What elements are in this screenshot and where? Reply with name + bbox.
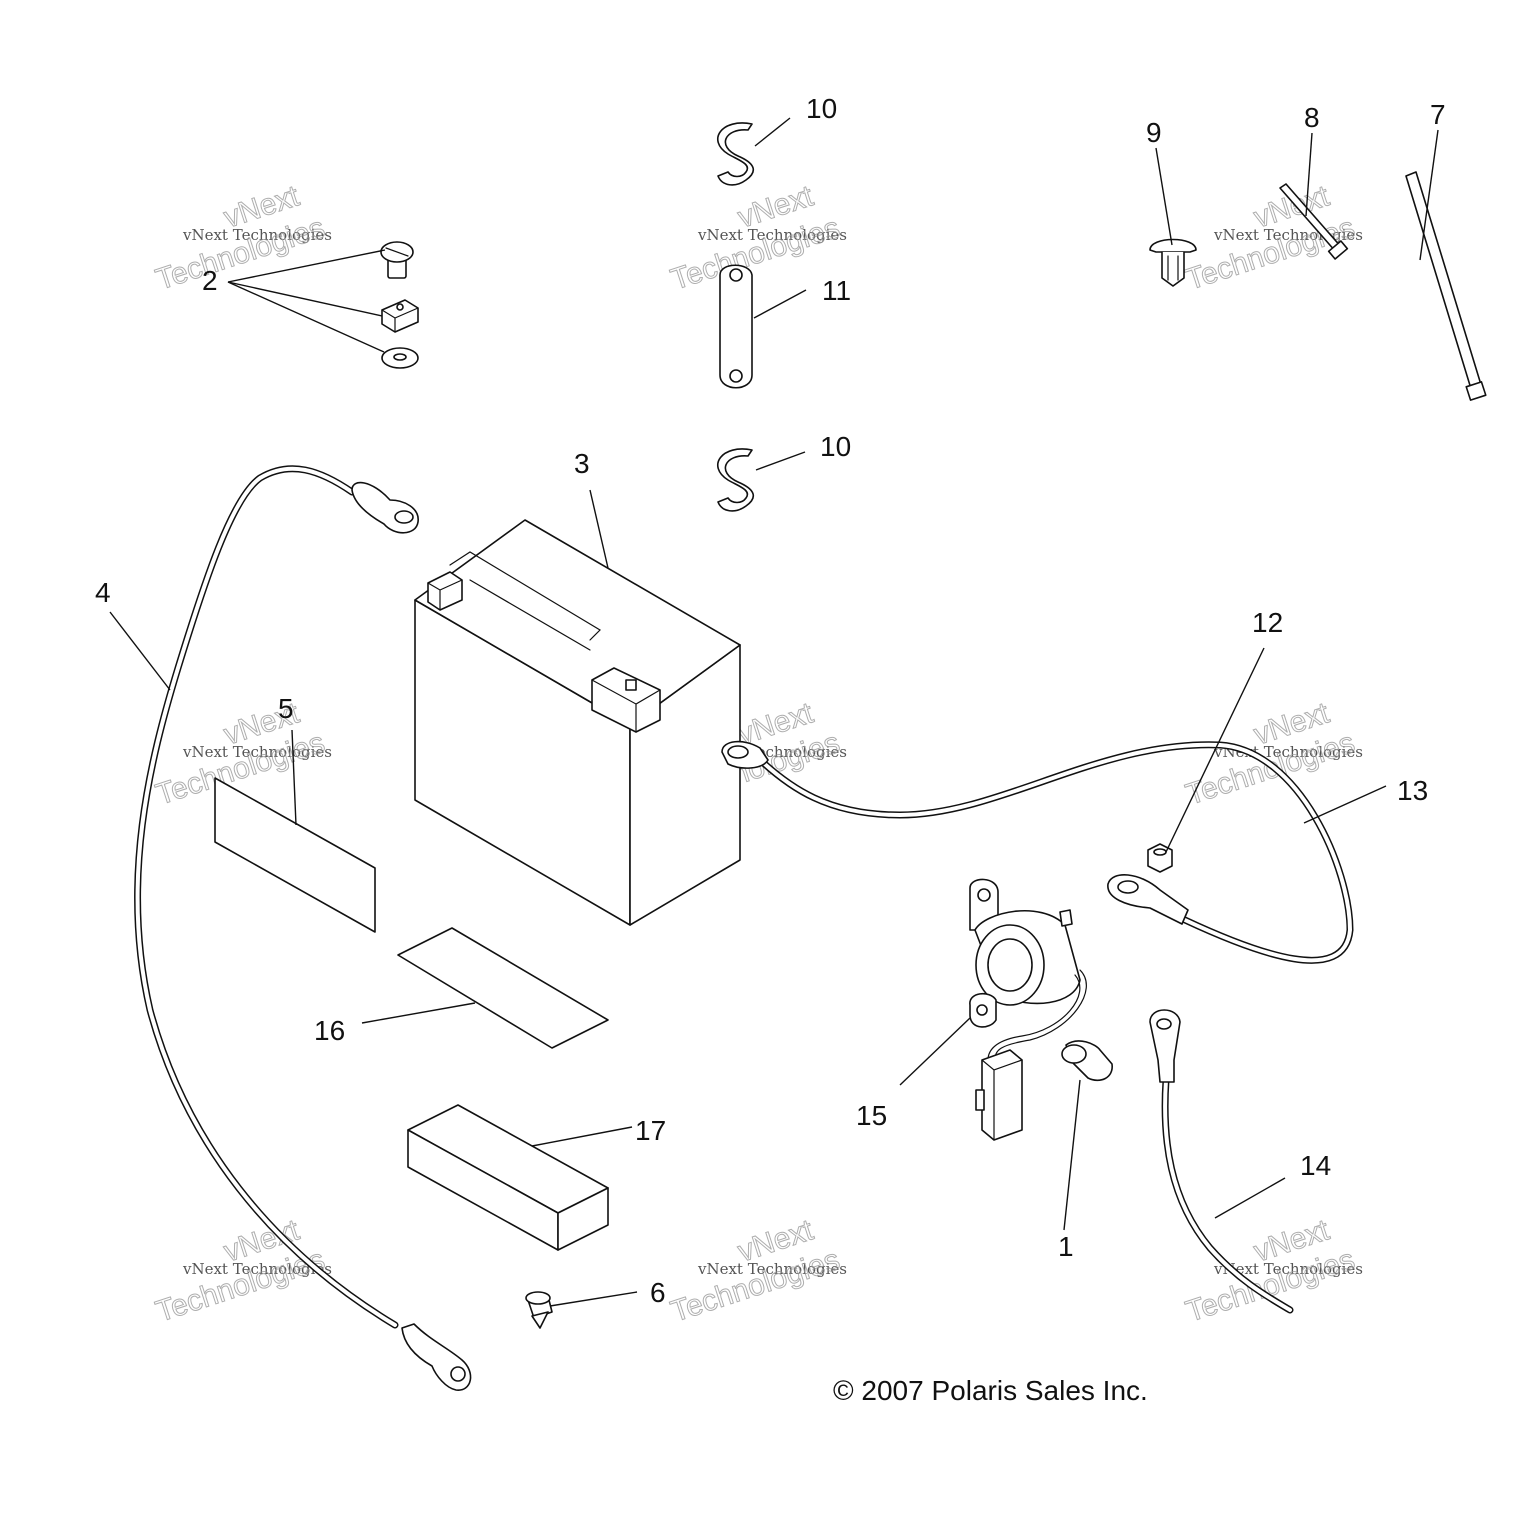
part-5-label bbox=[214, 777, 376, 933]
callout-13: 13 bbox=[1397, 775, 1428, 806]
part-1-bolt bbox=[1061, 1040, 1113, 1082]
part-10-clip-top bbox=[717, 122, 755, 186]
callout-4: 4 bbox=[95, 577, 111, 608]
watermark-bottom-right: vNext vNext Technologies Technologies bbox=[1181, 1213, 1363, 1329]
ring-terminal-icon bbox=[1149, 1009, 1181, 1083]
callout-9: 9 bbox=[1146, 117, 1162, 148]
bolt-icon bbox=[380, 241, 414, 279]
ring-terminal-icon bbox=[721, 740, 769, 769]
ring-terminal-icon bbox=[401, 1323, 472, 1391]
callout-6: 6 bbox=[650, 1277, 666, 1308]
svg-text:vNext Technologies: vNext Technologies bbox=[697, 226, 847, 244]
callout-14: 14 bbox=[1300, 1150, 1331, 1181]
part-6-screw bbox=[525, 1291, 553, 1329]
part-2-hardware bbox=[380, 241, 419, 369]
callout-8: 8 bbox=[1304, 102, 1320, 133]
battery-terminal-icon bbox=[427, 571, 463, 611]
callout-15: 15 bbox=[856, 1100, 887, 1131]
part-17-block bbox=[407, 1104, 609, 1251]
callout-3: 3 bbox=[574, 448, 590, 479]
svg-text:vNext Technologies: vNext Technologies bbox=[182, 1260, 332, 1278]
watermark-mid-right: vNext vNext Technologies Technologies bbox=[1181, 696, 1363, 812]
watermark-bottom-center: vNext vNext Technologies Technologies bbox=[666, 1213, 847, 1329]
square-nut-icon bbox=[381, 299, 419, 333]
callout-17: 17 bbox=[635, 1115, 666, 1146]
svg-text:vNext Technologies: vNext Technologies bbox=[697, 1260, 847, 1278]
part-7-cable-tie-large bbox=[1405, 171, 1487, 401]
callout-10-top: 10 bbox=[806, 93, 837, 124]
svg-text:vNext Technologies: vNext Technologies bbox=[182, 226, 332, 244]
callout-5: 5 bbox=[278, 693, 294, 724]
part-16-pad bbox=[397, 927, 609, 1049]
part-14-cable bbox=[1149, 1009, 1294, 1314]
watermark-top-center: vNext vNext Technologies Technologies bbox=[666, 179, 847, 297]
part-4-battery-cable bbox=[134, 465, 472, 1391]
callout-2: 2 bbox=[202, 265, 218, 296]
watermark-bottom-left: vNext vNext Technologies Technologies bbox=[151, 1213, 332, 1329]
part-11-link-bracket bbox=[719, 264, 753, 389]
callout-numbers: 2 10 11 10 9 8 7 3 4 5 12 13 16 15 17 14… bbox=[95, 93, 1446, 1308]
part-3-battery bbox=[414, 519, 741, 926]
svg-text:vNext Technologies: vNext Technologies bbox=[1213, 1260, 1363, 1278]
part-13-cable bbox=[721, 740, 1354, 964]
watermark-top-right: vNext vNext Technologies Technologies bbox=[1181, 179, 1363, 297]
part-9-push-rivet bbox=[1149, 238, 1197, 287]
part-15-solenoid bbox=[969, 878, 1087, 1141]
washer-icon bbox=[381, 347, 419, 369]
battery-terminal-icon bbox=[591, 667, 661, 733]
copyright-notice: © 2007 Polaris Sales Inc. bbox=[833, 1375, 1148, 1406]
callout-1: 1 bbox=[1058, 1231, 1074, 1262]
part-10-clip-lower bbox=[717, 448, 755, 512]
ring-terminal-icon bbox=[1107, 874, 1189, 925]
callout-11: 11 bbox=[822, 275, 851, 306]
callout-7: 7 bbox=[1430, 99, 1446, 130]
leader-lines bbox=[109, 117, 1439, 1307]
part-8-cable-tie-small bbox=[1279, 183, 1349, 260]
callout-10-lower: 10 bbox=[820, 431, 851, 462]
ring-terminal-icon bbox=[351, 481, 419, 534]
callout-16: 16 bbox=[314, 1015, 345, 1046]
connector-plug-icon bbox=[975, 1049, 1023, 1141]
svg-text:vNext Technologies: vNext Technologies bbox=[182, 743, 332, 761]
callout-12: 12 bbox=[1252, 607, 1283, 638]
